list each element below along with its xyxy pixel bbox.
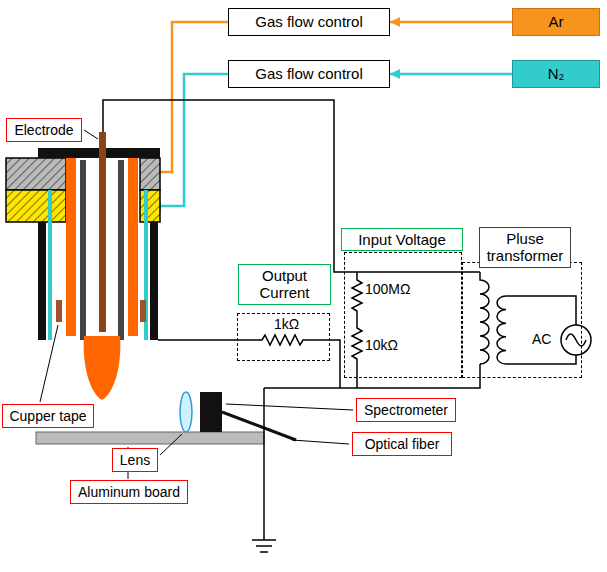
node-text: Aluminum board (78, 484, 180, 500)
node-text: Gas flow control (255, 65, 363, 82)
leader-line (292, 440, 349, 444)
text-holder: 10kΩ (365, 337, 398, 353)
group-heading: Output Current (238, 264, 331, 305)
node-text: Ar (549, 13, 564, 30)
gas-feed-arrow (390, 73, 512, 76)
argon-channel (66, 150, 76, 336)
leader-line (40, 325, 58, 402)
primary-coil (480, 272, 489, 364)
copper-tape (56, 300, 62, 322)
insulator-block (6, 158, 66, 190)
ground-wire (263, 388, 265, 540)
part-label: Lens (112, 448, 158, 472)
ground-symbol (252, 540, 276, 552)
gas-block-hatch (140, 190, 160, 222)
gas-block (6, 190, 66, 222)
electrode-wire (103, 100, 480, 272)
ac-source (561, 325, 591, 355)
text-holder: 100MΩ (365, 281, 411, 297)
sine-symbol (566, 334, 586, 346)
control-box: Gas flow control (228, 60, 390, 88)
nitrogen-channel (48, 190, 52, 340)
gas-block-hatch (6, 190, 66, 222)
measure-group: Output Current1kΩ (237, 313, 330, 361)
gas-source-box: N₂ (512, 60, 600, 88)
source-label: AC (532, 331, 551, 347)
node-text: Cupper tape (9, 408, 86, 424)
insulator-hatch (140, 158, 160, 190)
leader-line (160, 434, 182, 455)
node-text: Optical fiber (365, 436, 440, 452)
leader-line (226, 404, 353, 410)
text-holder: 1kΩ (274, 316, 299, 332)
text-holder: Input Voltage (341, 228, 463, 251)
part-label: Aluminum board (70, 480, 188, 504)
gas-feed-arrow (390, 21, 512, 24)
plasma-plume (84, 336, 121, 400)
node-text: N₂ (548, 65, 565, 82)
optical-fiber-line (222, 412, 296, 440)
control-box: Gas flow control (228, 8, 390, 36)
node-text: Electrode (14, 122, 73, 138)
text-holder: Output Current (238, 264, 331, 305)
value-label: 100MΩ (365, 281, 411, 297)
part-label: Cupper tape (2, 404, 94, 428)
node-text: Spectrometer (364, 402, 448, 418)
fiber-head (200, 392, 222, 432)
insulator-hatch (6, 158, 66, 190)
copper-tape (140, 300, 146, 322)
part-label: Optical fiber (352, 432, 452, 456)
electrode-rod (99, 132, 106, 332)
resistor-symbol (158, 335, 340, 388)
transformer-group: Pluse transformer (462, 262, 582, 378)
measure-group: Input Voltage100MΩ10kΩ (344, 252, 462, 378)
inner-tube (80, 160, 86, 340)
outer-wall (150, 222, 158, 340)
part-label: Spectrometer (356, 398, 456, 422)
aluminum-board (36, 432, 264, 444)
part-label: Electrode (6, 118, 82, 142)
leader-line (84, 130, 98, 139)
group-heading: Input Voltage (341, 228, 463, 251)
gas-source-box: Ar (512, 8, 600, 36)
inner-tube (118, 160, 124, 340)
outer-wall (38, 222, 46, 340)
node-text: Lens (120, 452, 150, 468)
text-holder: Pluse transformer (479, 227, 571, 268)
secondary-coil (497, 296, 506, 364)
gas-block (140, 190, 160, 222)
node-text: Gas flow control (255, 13, 363, 30)
value-label: 10kΩ (365, 337, 398, 353)
resistor-symbol (352, 272, 362, 318)
return-wire (264, 364, 480, 388)
argon-channel (128, 150, 138, 336)
group-heading: Pluse transformer (479, 227, 571, 268)
value-label: 1kΩ (274, 316, 299, 332)
lens-shape (180, 392, 192, 432)
nitrogen-feed-line (152, 74, 228, 206)
insulator-block (140, 158, 160, 190)
